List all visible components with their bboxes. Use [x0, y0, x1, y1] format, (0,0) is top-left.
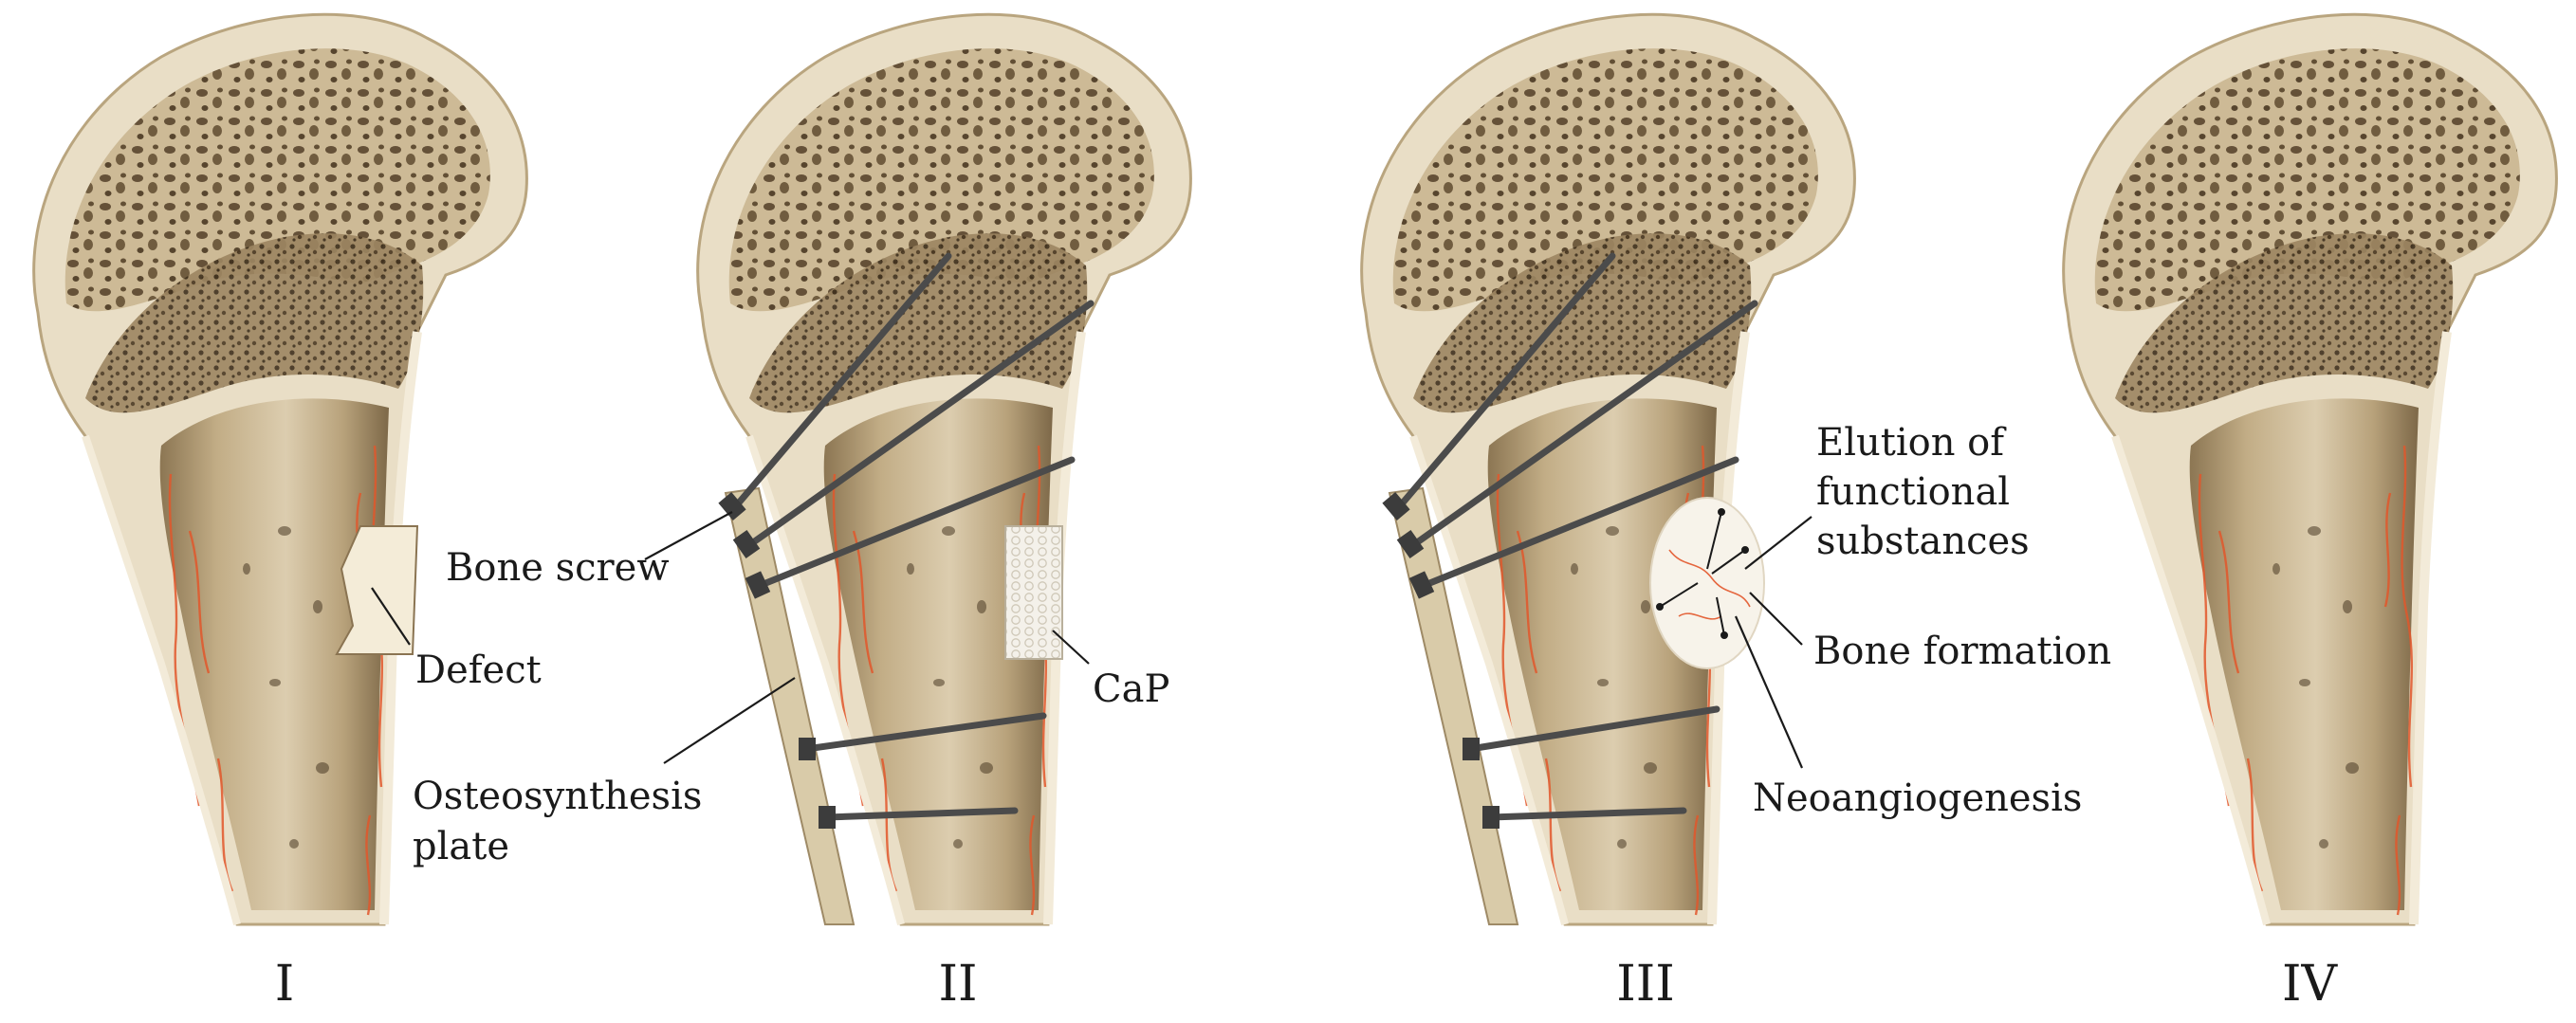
neoangiogenesis-label: Neoangiogenesis: [1753, 776, 2082, 820]
elution-label-line2: functional: [1816, 470, 2010, 514]
bone-screws-3: [1382, 252, 1758, 829]
panel-1: Defect I: [34, 14, 542, 1013]
panel-numeral-2: II: [938, 956, 977, 1013]
cap-implant: [1004, 525, 1063, 660]
cap-label: CaP: [1093, 667, 1169, 711]
bone-screw-label: Bone screw: [446, 546, 670, 590]
panel-4: IV: [2064, 14, 2557, 1013]
plate-label-line2: plate: [413, 825, 509, 868]
bone-formation-region: [1649, 497, 1765, 669]
elution-label-line3: substances: [1816, 520, 2030, 563]
bone-screws: [718, 252, 1095, 829]
panel-numeral-4: IV: [2282, 956, 2339, 1013]
elution-arrows: [1656, 508, 1749, 639]
panel-numeral-1: I: [275, 956, 295, 1013]
plate-label-line1: Osteosynthesis: [413, 775, 702, 818]
bone-formation-label: Bone formation: [1813, 630, 2111, 673]
defect-label: Defect: [415, 649, 542, 692]
elution-label-line1: Elution of: [1816, 421, 2007, 465]
panel-numeral-3: III: [1616, 956, 1675, 1013]
panel-2: Bone screw CaP Osteosynthesis plate II: [413, 14, 1190, 1013]
defect-notch: [335, 525, 419, 655]
panel-3: Elution of functional substances Bone fo…: [1362, 14, 2111, 1013]
